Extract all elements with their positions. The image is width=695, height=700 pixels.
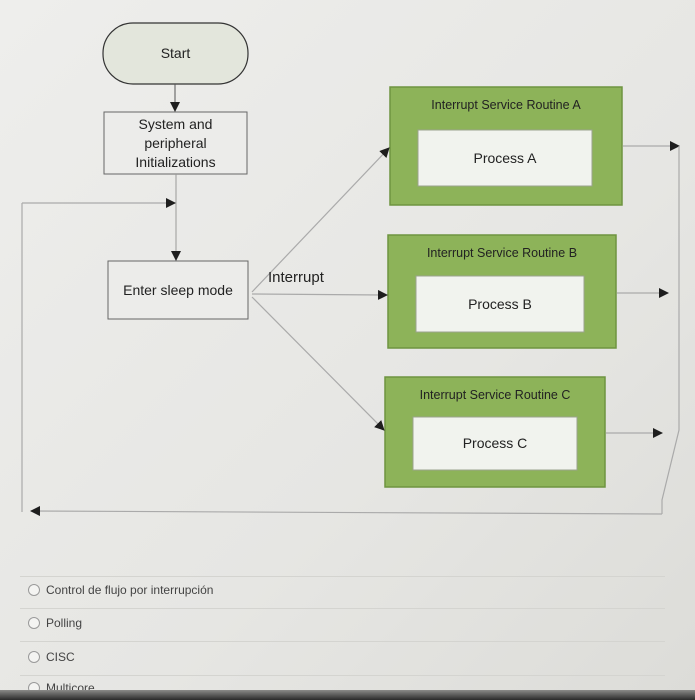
option-cisc[interactable]: CISC bbox=[28, 650, 75, 664]
return-bus-right bbox=[661, 146, 680, 514]
process-a-box bbox=[417, 129, 593, 187]
init-node bbox=[103, 111, 248, 175]
sleep-node bbox=[107, 260, 249, 320]
option-polling[interactable]: Polling bbox=[28, 616, 82, 630]
init-label: System and peripheral Initializations bbox=[104, 115, 247, 172]
init-label-line-2: peripheral bbox=[144, 135, 207, 151]
start-label: Start bbox=[160, 45, 191, 61]
process-c-box bbox=[412, 416, 578, 471]
init-label-line-3: Initializations bbox=[135, 154, 216, 170]
process-c-label: Process C bbox=[462, 435, 528, 451]
option-interrupt-flow[interactable]: Control de flujo por interrupción bbox=[28, 583, 213, 597]
sleep-label: Enter sleep mode bbox=[123, 282, 233, 298]
process-b-box bbox=[415, 275, 585, 333]
arrow-interrupt-to-isr-a bbox=[251, 147, 390, 293]
photo-bottom-edge bbox=[0, 690, 695, 700]
option-cisc-label: CISC bbox=[46, 650, 75, 664]
process-a-label: Process A bbox=[473, 150, 537, 166]
isr-a-title: Interrupt Service Routine A bbox=[431, 98, 581, 112]
isr-b-title: Interrupt Service Routine B bbox=[426, 246, 578, 260]
init-label-line-1: System and bbox=[138, 116, 213, 132]
arrow-interrupt-to-isr-c bbox=[251, 296, 385, 431]
interrupt-label: Interrupt bbox=[268, 269, 324, 286]
isr-c-title: Interrupt Service Routine C bbox=[419, 388, 571, 402]
radio-cisc[interactable] bbox=[28, 651, 40, 663]
return-bus-bottom bbox=[30, 506, 663, 517]
radio-interrupt-flow[interactable] bbox=[28, 584, 40, 596]
process-b-label: Process B bbox=[468, 296, 532, 312]
radio-polling[interactable] bbox=[28, 617, 40, 629]
arrow-interrupt-to-isr-b bbox=[251, 289, 388, 300]
option-interrupt-flow-label: Control de flujo por interrupción bbox=[46, 583, 214, 597]
option-polling-label: Polling bbox=[46, 616, 83, 630]
